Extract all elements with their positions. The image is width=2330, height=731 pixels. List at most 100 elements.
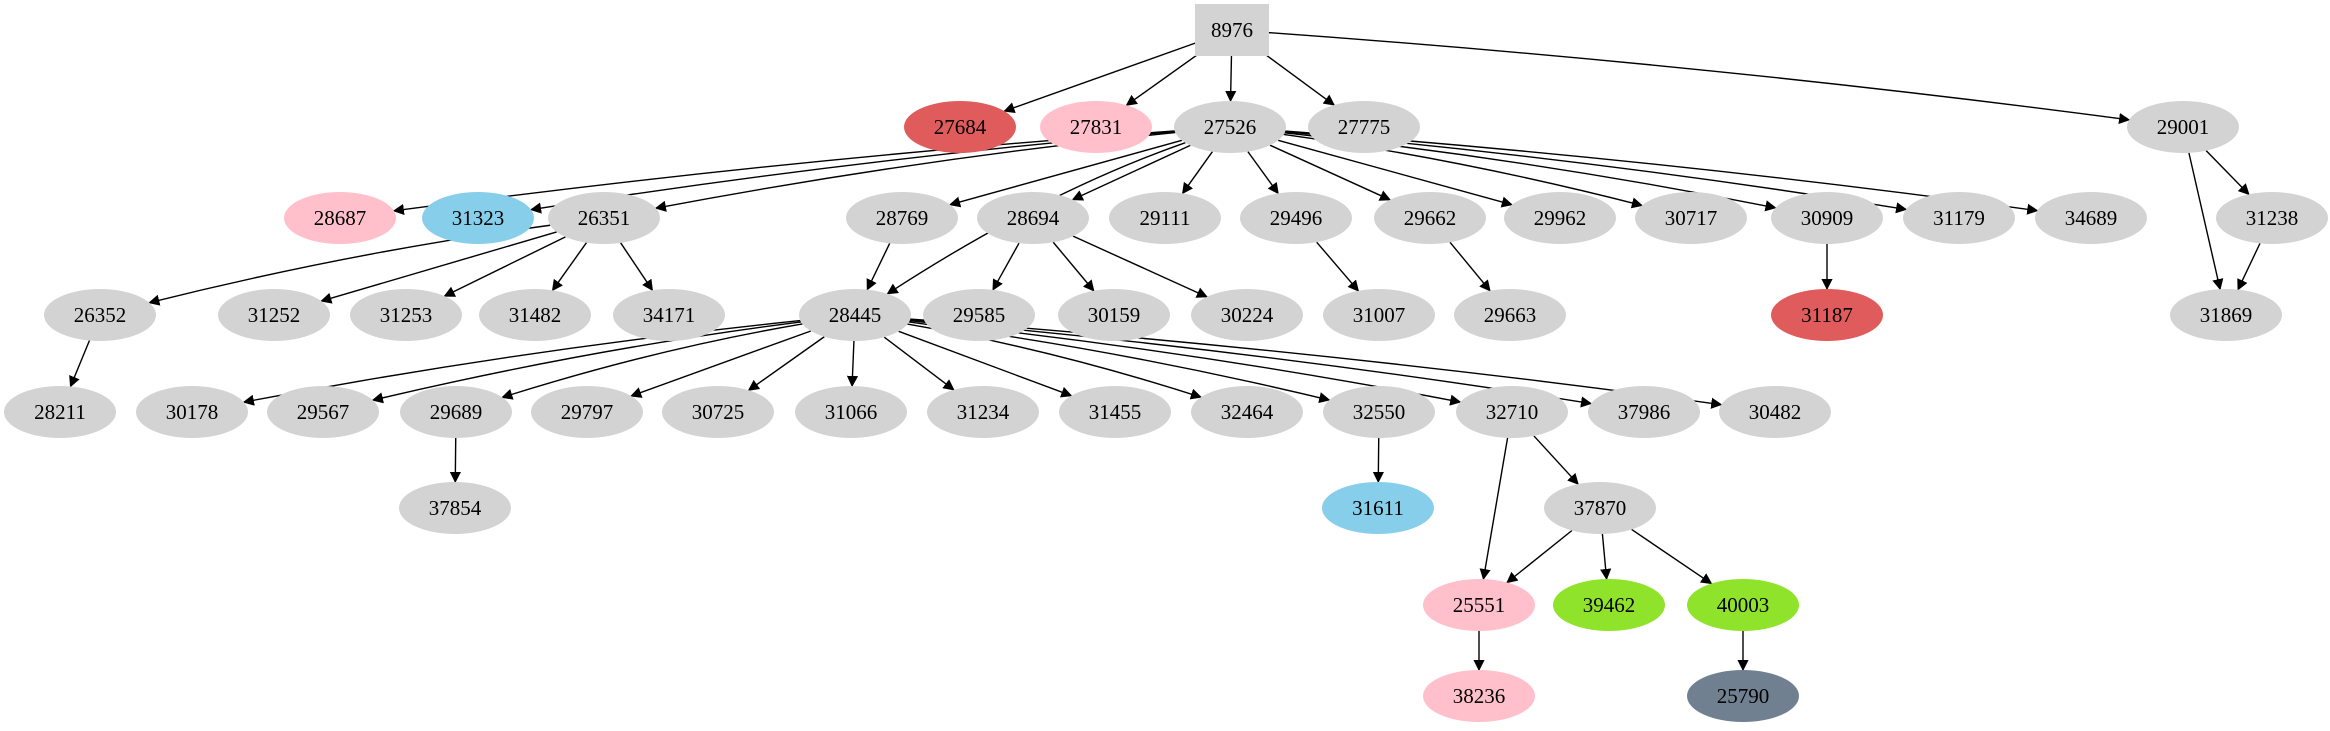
graph-node-32550: 32550 xyxy=(1323,386,1435,438)
graph-node-28687: 28687 xyxy=(284,192,396,244)
graph-node-25551: 25551 xyxy=(1423,579,1535,631)
node-label-30482: 30482 xyxy=(1749,400,1802,424)
node-label-32550: 32550 xyxy=(1353,400,1406,424)
node-label-28211: 28211 xyxy=(34,400,86,424)
edge-28445-29567 xyxy=(371,321,802,404)
node-shape-31179 xyxy=(1903,192,2015,244)
node-shape-25551 xyxy=(1423,579,1535,631)
graph-node-29111: 29111 xyxy=(1109,192,1221,244)
edge-37870-25551 xyxy=(1506,529,1573,584)
edge-28694-29585 xyxy=(992,242,1020,291)
node-shape-39462 xyxy=(1553,579,1665,631)
node-label-37854: 37854 xyxy=(429,496,482,520)
node-shape-29662 xyxy=(1374,192,1486,244)
edge-28445-30725 xyxy=(747,336,825,391)
edge-32710-37870 xyxy=(1533,435,1579,485)
graph-node-31455: 31455 xyxy=(1059,386,1171,438)
edge-27526-29962 xyxy=(1277,139,1513,208)
node-label-26352: 26352 xyxy=(74,303,127,327)
node-label-29962: 29962 xyxy=(1534,206,1587,230)
node-shape-28694 xyxy=(977,192,1089,244)
node-label-27526: 27526 xyxy=(1204,115,1257,139)
graph-node-30178: 30178 xyxy=(136,386,248,438)
node-shape-28211 xyxy=(4,386,116,438)
edge-27526-29111 xyxy=(1181,151,1213,195)
edge-26351-31253 xyxy=(443,236,566,297)
graph-node-29001: 29001 xyxy=(2127,101,2239,153)
node-label-31187: 31187 xyxy=(1801,303,1853,327)
graph-node-39462: 39462 xyxy=(1553,579,1665,631)
node-label-37870: 37870 xyxy=(1574,496,1627,520)
graph-node-32464: 32464 xyxy=(1191,386,1303,438)
graph-node-29663: 29663 xyxy=(1454,289,1566,341)
node-label-29001: 29001 xyxy=(2157,115,2210,139)
graph-node-30725: 30725 xyxy=(662,386,774,438)
edge-8976-27831 xyxy=(1125,47,1207,106)
node-shape-29663 xyxy=(1454,289,1566,341)
edge-27526-29662 xyxy=(1269,144,1392,201)
node-label-27684: 27684 xyxy=(934,115,987,139)
node-shape-29585 xyxy=(923,289,1035,341)
graph-node-31869: 31869 xyxy=(2170,289,2282,341)
node-label-40003: 40003 xyxy=(1717,593,1770,617)
node-shape-28687 xyxy=(284,192,396,244)
node-label-31007: 31007 xyxy=(1353,303,1406,327)
node-shape-37870 xyxy=(1544,482,1656,534)
node-label-8976: 8976 xyxy=(1211,18,1253,42)
edge-37870-40003 xyxy=(1631,528,1713,585)
node-label-29662: 29662 xyxy=(1404,206,1457,230)
node-label-29496: 29496 xyxy=(1270,206,1323,230)
graph-node-37854: 37854 xyxy=(399,482,511,534)
node-label-32710: 32710 xyxy=(1486,400,1539,424)
node-label-30178: 30178 xyxy=(166,400,219,424)
edge-8976-27684 xyxy=(1003,41,1200,114)
edge-8976-27775 xyxy=(1257,48,1335,106)
graph-node-38236: 38236 xyxy=(1423,670,1535,722)
graph-node-37870: 37870 xyxy=(1544,482,1656,534)
graph-node-28445: 28445 xyxy=(799,289,911,341)
node-label-31455: 31455 xyxy=(1089,400,1142,424)
node-shape-30909 xyxy=(1771,192,1883,244)
node-label-34171: 34171 xyxy=(643,303,696,327)
node-label-29585: 29585 xyxy=(953,303,1006,327)
edge-28769-28445 xyxy=(866,243,891,291)
node-label-31252: 31252 xyxy=(248,303,301,327)
node-label-31234: 31234 xyxy=(957,400,1010,424)
node-shape-27775 xyxy=(1308,101,1420,153)
node-shape-34689 xyxy=(2035,192,2147,244)
node-shape-29111 xyxy=(1109,192,1221,244)
node-shape-29567 xyxy=(267,386,379,438)
node-label-28694: 28694 xyxy=(1007,206,1060,230)
node-shape-29797 xyxy=(531,386,643,438)
graph-node-31234: 31234 xyxy=(927,386,1039,438)
node-shape-30482 xyxy=(1719,386,1831,438)
node-label-27775: 27775 xyxy=(1338,115,1391,139)
edge-31238-31869 xyxy=(2237,243,2261,291)
node-shape-31869 xyxy=(2170,289,2282,341)
graph-node-29962: 29962 xyxy=(1504,192,1616,244)
node-label-31611: 31611 xyxy=(1352,496,1404,520)
graph-node-26352: 26352 xyxy=(44,289,156,341)
node-shape-32464 xyxy=(1191,386,1303,438)
node-label-25790: 25790 xyxy=(1717,684,1770,708)
graph-node-31482: 31482 xyxy=(479,289,591,341)
graph-node-30717: 30717 xyxy=(1635,192,1747,244)
graph-node-29662: 29662 xyxy=(1374,192,1486,244)
node-label-31238: 31238 xyxy=(2246,206,2299,230)
graph-node-40003: 40003 xyxy=(1687,579,1799,631)
edge-27526-29496 xyxy=(1247,151,1279,195)
edge-28694-30224 xyxy=(1072,235,1208,298)
graph-node-27831: 27831 xyxy=(1040,101,1152,153)
node-shape-32550 xyxy=(1323,386,1435,438)
node-shape-30178 xyxy=(136,386,248,438)
graph-node-34689: 34689 xyxy=(2035,192,2147,244)
node-shape-31253 xyxy=(350,289,462,341)
graph-node-25790: 25790 xyxy=(1687,670,1799,722)
node-label-27831: 27831 xyxy=(1070,115,1123,139)
node-label-39462: 39462 xyxy=(1583,593,1636,617)
graph-node-27684: 27684 xyxy=(904,101,1016,153)
graph-node-28769: 28769 xyxy=(846,192,958,244)
node-shape-26351 xyxy=(548,192,660,244)
edge-27526-28694 xyxy=(1071,144,1191,201)
